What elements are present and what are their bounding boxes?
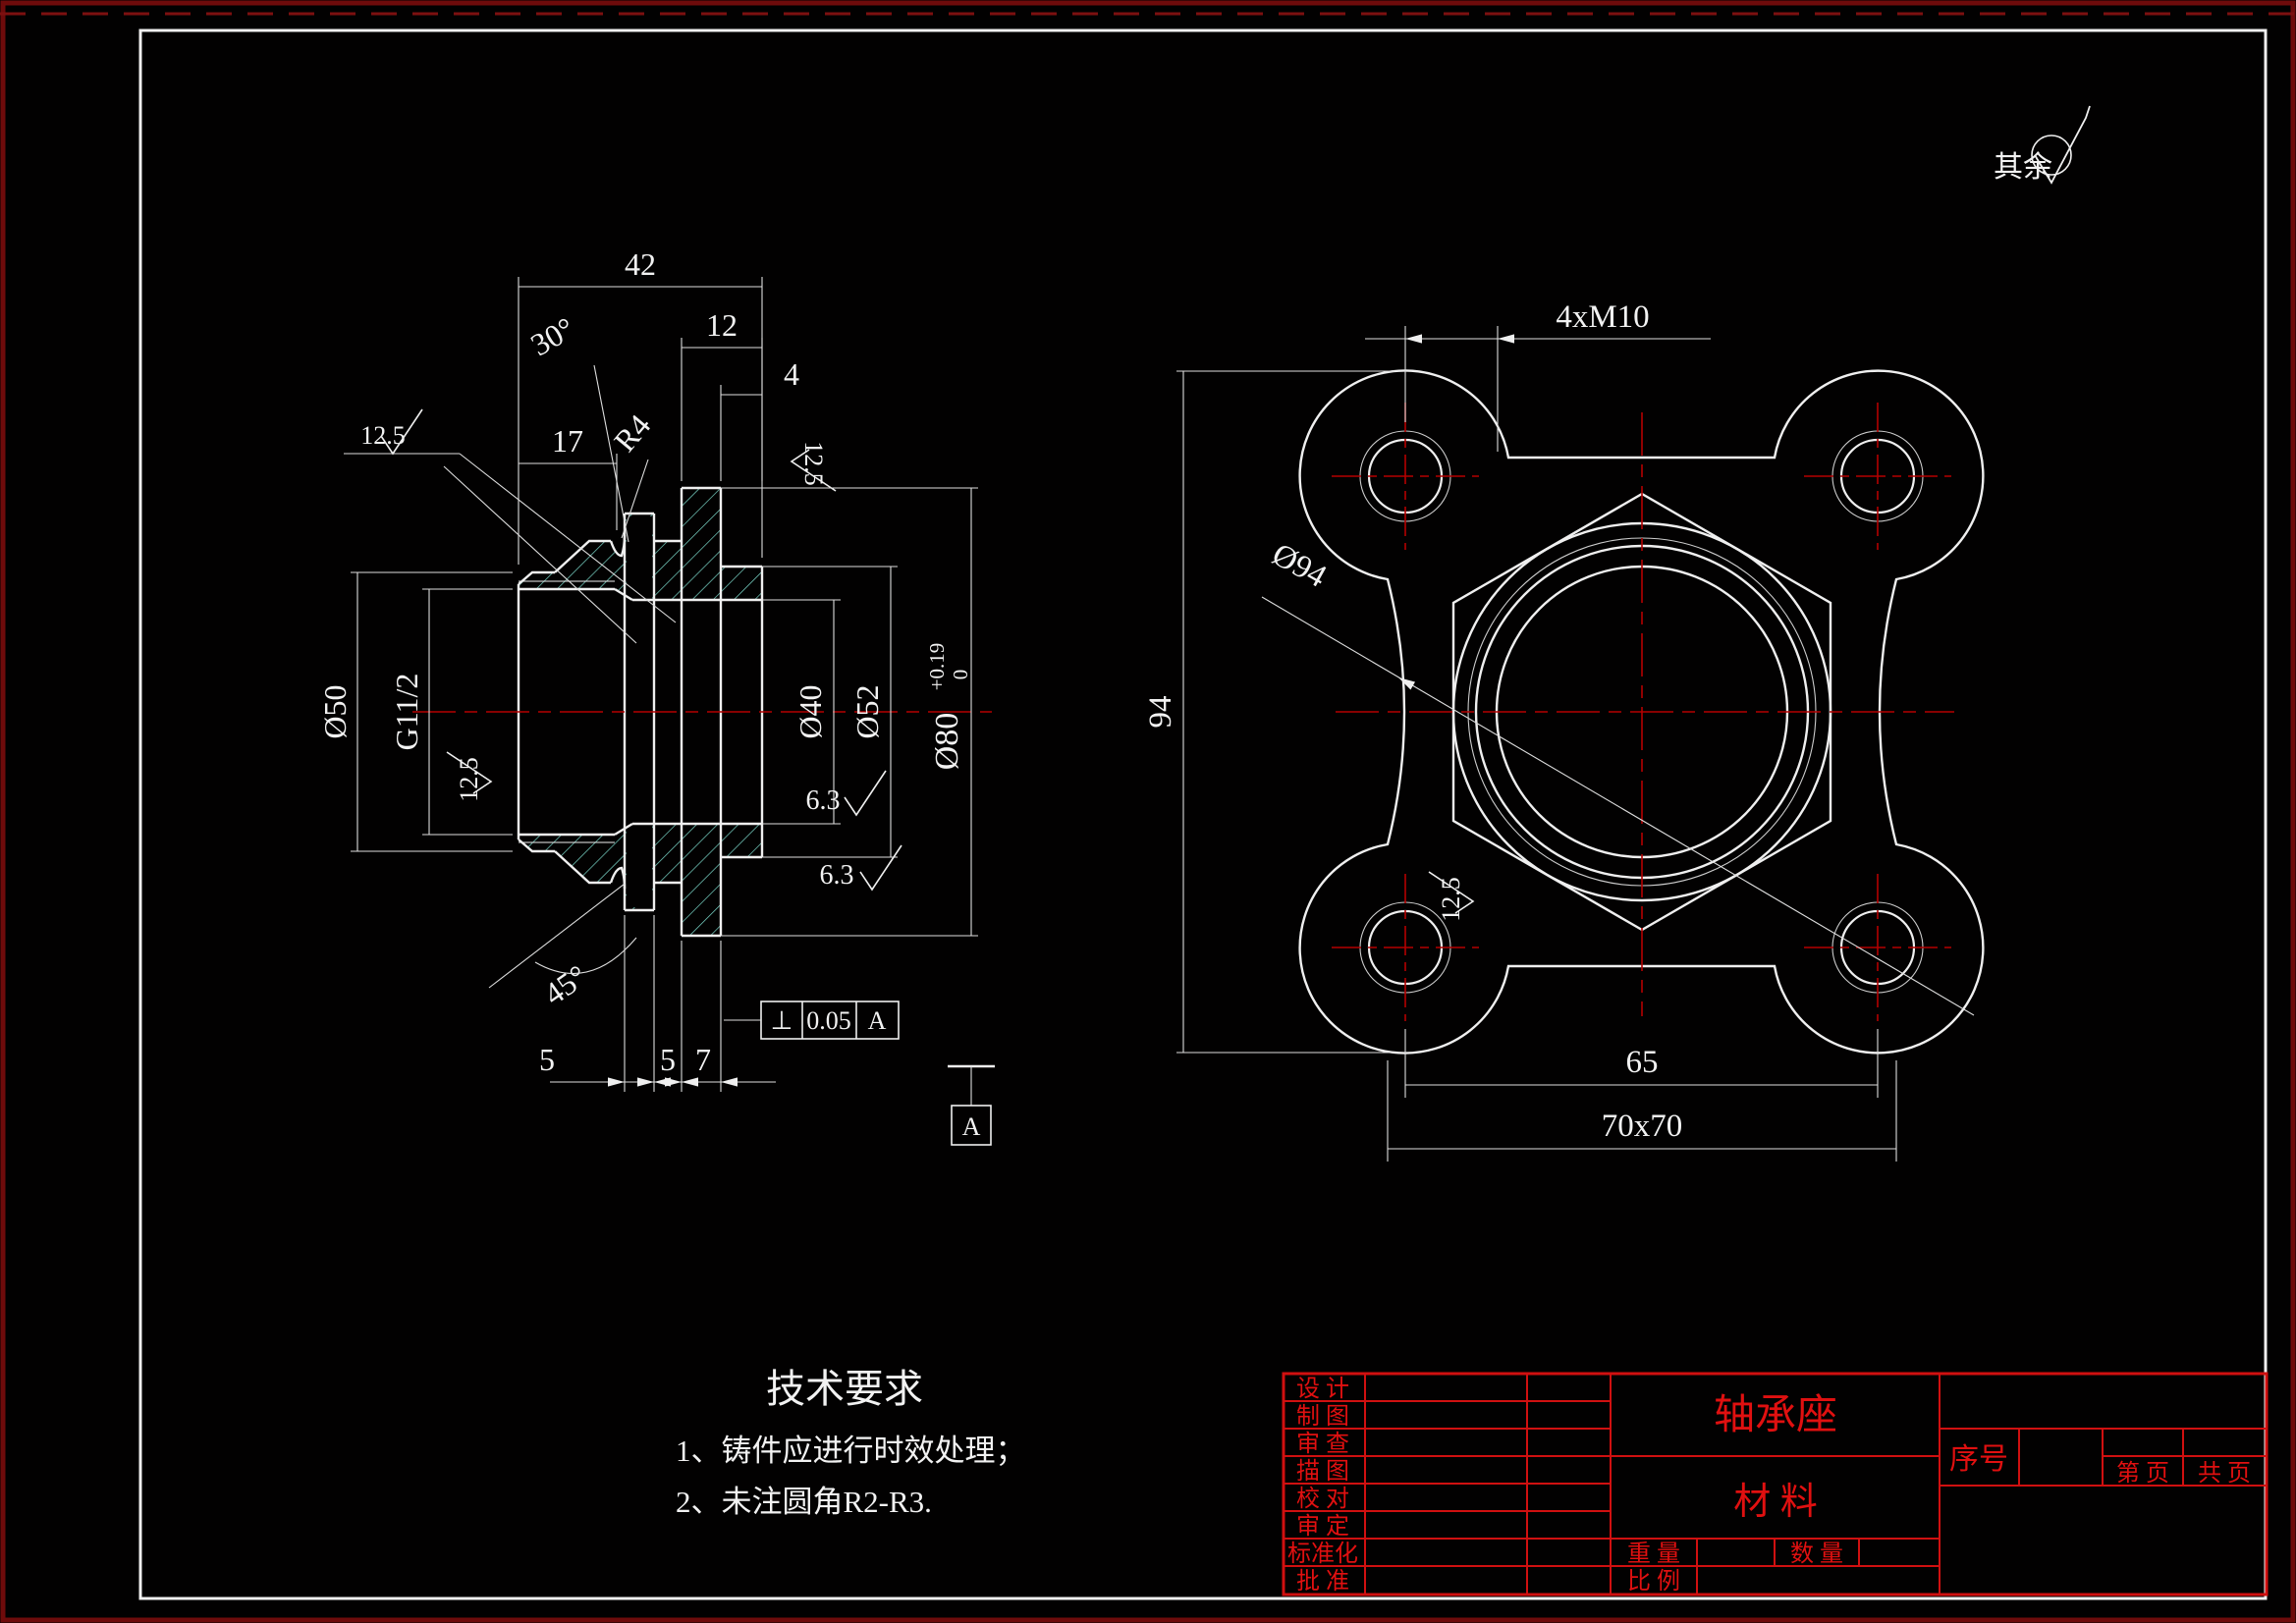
datum-a: A [948, 1064, 995, 1146]
dim-65: 65 [1626, 1045, 1659, 1080]
dim-45deg: 45° [537, 957, 593, 1011]
dim-30deg: 30° [524, 310, 580, 363]
tb-part-name: 轴承座 [1714, 1392, 1837, 1438]
tb-quantity: 数 量 [1790, 1541, 1843, 1567]
dim-dia94: Ø94 [1266, 537, 1332, 595]
roughness-6-3-b: 6.3 [820, 860, 854, 891]
centerlines [1332, 403, 1954, 1021]
flange-outline [1298, 369, 1985, 1055]
dia80-tol-upper: +0.19 [925, 643, 949, 691]
dim-94: 94 [1143, 696, 1178, 729]
roughness-12-5-bore: 12.5 [446, 751, 492, 802]
dia80-tol-lower: 0 [949, 670, 972, 680]
roughness-12-5-flange: 12.5 [791, 441, 837, 492]
dim-17: 17 [552, 423, 583, 459]
tb-page: 第 页 [2116, 1460, 2169, 1487]
hatch-flange-top [555, 488, 762, 600]
tb-standard: 标准化 [1287, 1541, 1358, 1567]
datum-label: A [962, 1112, 981, 1141]
rest-label: 其余 [1994, 151, 2052, 184]
svg-text:12.5: 12.5 [1437, 877, 1465, 922]
tech-req-item-2: 2、未注圆角R2-R3. [676, 1485, 932, 1519]
left-view-dimensions: 42 30° 12 4 12.5 17 R4 [317, 246, 995, 1146]
technical-requirements: 技术要求 1、铸件应进行时效处理； 2、未注圆角R2-R3. [676, 1367, 1026, 1519]
dim-dia80: Ø80 +0.19 0 [925, 643, 972, 771]
dim-4xm10: 4xM10 [1556, 299, 1649, 335]
tb-scale: 比 例 [1627, 1568, 1680, 1595]
tb-trace: 描 图 [1296, 1458, 1349, 1485]
drawing-frame [138, 28, 2268, 1600]
svg-text:12.5: 12.5 [799, 441, 828, 486]
svg-text:Ø80: Ø80 [929, 713, 965, 771]
svg-text:12.5: 12.5 [455, 757, 483, 802]
fcf-datum-ref: A [868, 1006, 887, 1035]
tb-pages: 共 页 [2198, 1460, 2251, 1487]
tb-weight: 重 量 [1627, 1541, 1680, 1567]
dim-70x70: 70x70 [1602, 1109, 1683, 1144]
roughness-12-5-hex: 12.5 [1428, 871, 1474, 922]
dim-g112: G11/2 [389, 674, 424, 751]
tb-proof: 校 对 [1296, 1486, 1349, 1512]
title-block-text: 设 计 制 图 审 查 描 图 校 对 审 定 标准化 批 准 轴承座 材 料 … [1287, 1376, 2251, 1595]
dim-r4: R4 [607, 407, 658, 459]
fcf-perpendicularity: ⊥ 0.05 A [724, 1001, 900, 1040]
title-block [1282, 1372, 2269, 1596]
right-end-view: 4xM10 Ø94 12.5 94 65 70x70 [1143, 299, 1985, 1162]
dim-5b: 5 [660, 1042, 676, 1077]
tech-req-title: 技术要求 [766, 1367, 923, 1411]
hatch-flange-bottom [555, 824, 762, 936]
dim-dia52: Ø52 [849, 684, 885, 738]
dim-42: 42 [625, 246, 656, 282]
tb-serial: 序号 [1949, 1443, 2008, 1476]
roughness-check-icon [2031, 105, 2091, 185]
left-section-view: 42 30° 12 4 12.5 17 R4 [317, 246, 995, 1146]
tb-ratify: 批 准 [1296, 1568, 1349, 1595]
tech-req-item-1: 1、铸件应进行时效处理； [676, 1434, 1026, 1468]
dim-5a: 5 [539, 1042, 555, 1077]
surface-finish-note: 其余 [1994, 105, 2091, 185]
dim-4: 4 [784, 356, 799, 392]
dim-7: 7 [695, 1042, 711, 1077]
dim-dia40: Ø40 [793, 684, 828, 738]
roughness-6-3-a: 6.3 [806, 785, 841, 816]
dim-12: 12 [706, 307, 738, 343]
tb-design: 设 计 [1296, 1376, 1349, 1402]
fcf-symbol: ⊥ [771, 1006, 793, 1035]
dim-dia50: Ø50 [317, 684, 353, 738]
tb-draft: 制 图 [1296, 1403, 1349, 1430]
tb-approve-check: 审 定 [1296, 1513, 1349, 1540]
tb-material: 材 料 [1733, 1482, 1818, 1523]
right-view-dimensions: 4xM10 Ø94 12.5 94 65 70x70 [1143, 299, 1975, 1162]
tb-check: 审 查 [1296, 1431, 1349, 1457]
fcf-value: 0.05 [806, 1006, 851, 1035]
